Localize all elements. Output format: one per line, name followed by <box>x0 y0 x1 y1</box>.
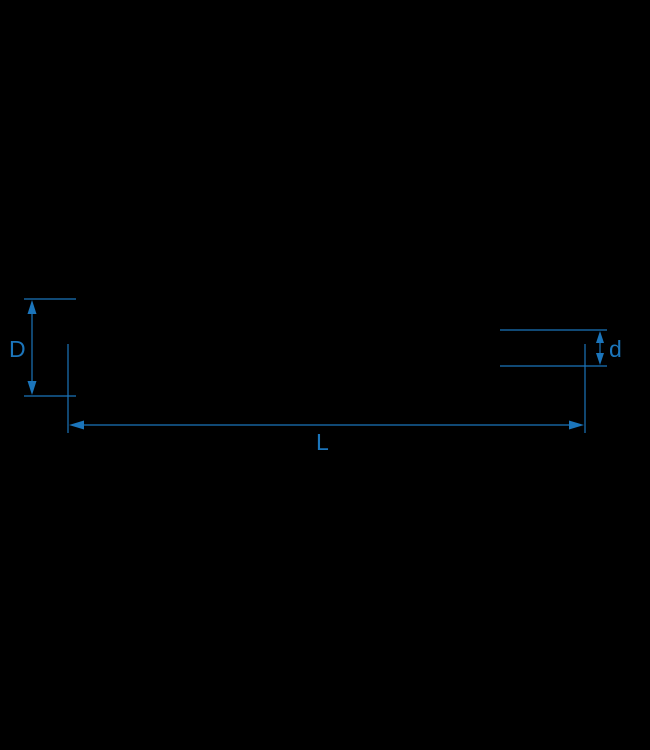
length-dimension: L <box>67 344 586 455</box>
shank-diameter-arrow-top <box>596 331 604 343</box>
head-diameter-arrow-bottom <box>27 381 37 395</box>
length-arrow-left <box>69 420 84 430</box>
shank-diameter-label: d <box>609 336 622 362</box>
head-diameter-dimension: D <box>9 298 76 397</box>
length-arrow-right <box>569 420 584 430</box>
length-label: L <box>316 429 329 455</box>
shank-diameter-dimension: d <box>500 329 622 367</box>
head-diameter-arrow-top <box>27 300 37 314</box>
head-diameter-label: D <box>9 336 26 362</box>
shank-diameter-arrow-bottom <box>596 353 604 365</box>
